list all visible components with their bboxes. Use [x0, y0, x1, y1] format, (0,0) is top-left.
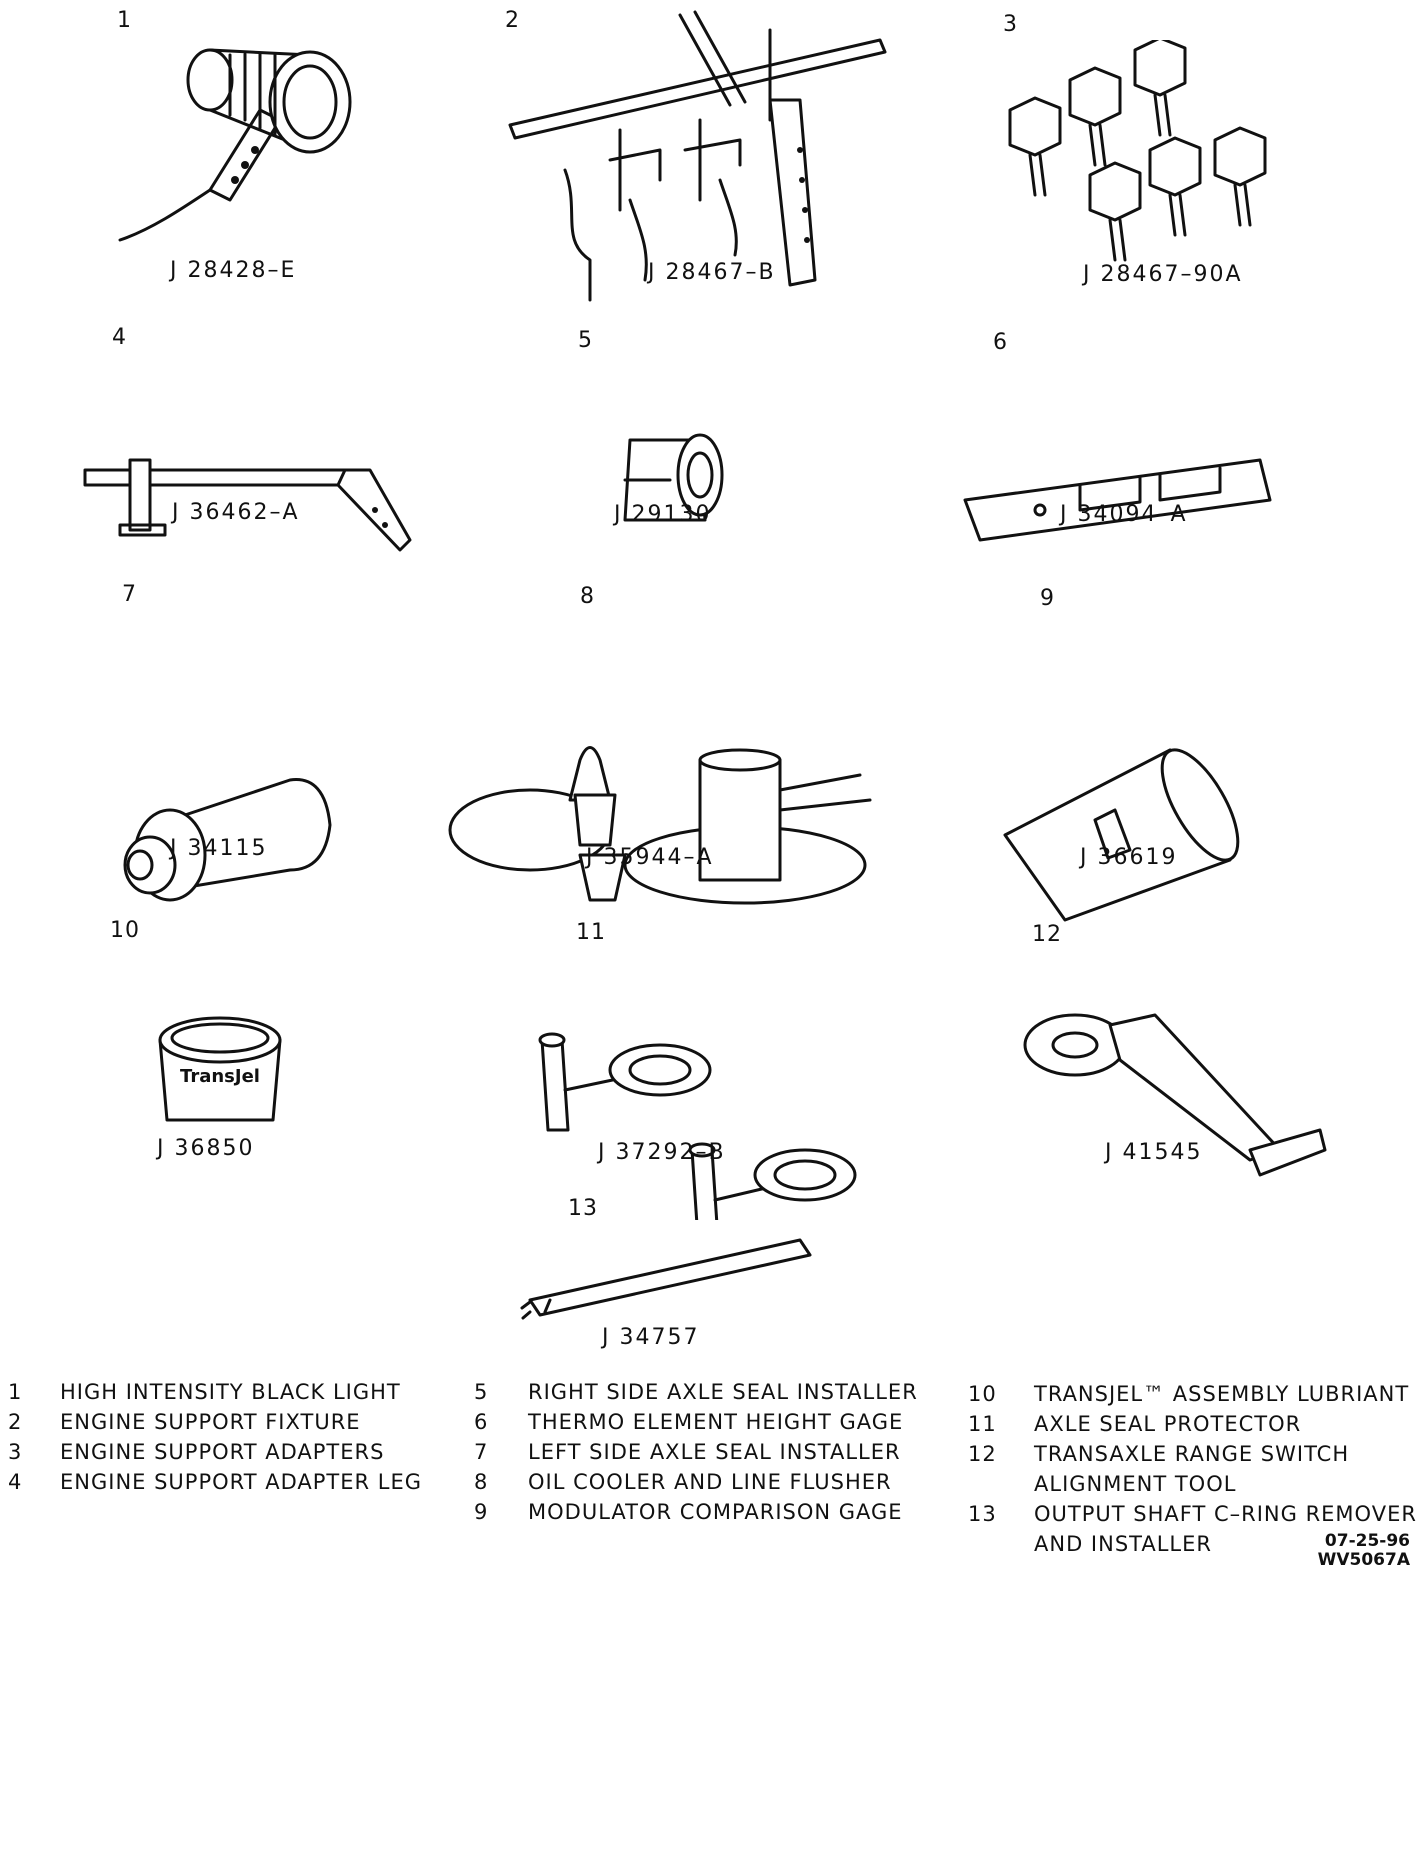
- support-adapter-leg-illustration: [83, 458, 412, 552]
- tool-code: J 41545: [1105, 1140, 1203, 1165]
- tool-number: 11: [576, 920, 606, 945]
- tool-number: 9: [1040, 586, 1055, 611]
- tool-number: 12: [1032, 922, 1062, 947]
- transjel-jar-illustration: TransJel: [158, 1016, 282, 1122]
- tool-number: 10: [110, 918, 140, 943]
- left-axle-seal-installer-illustration: [123, 778, 332, 902]
- tool-number: 6: [993, 330, 1008, 355]
- jar-label: TransJel: [180, 1066, 260, 1087]
- tool-code: J 28428–E: [170, 258, 297, 283]
- tool-number: 4: [112, 325, 127, 350]
- tool-code: J 29130: [614, 502, 712, 527]
- tool-code: J 36462–A: [172, 500, 300, 525]
- c-ring-remover-illustration: [520, 1238, 812, 1320]
- tool-code: J 36850: [157, 1136, 255, 1161]
- tool-code: J 34757: [602, 1325, 700, 1350]
- range-switch-alignment-tool-illustration: [1023, 1013, 1327, 1177]
- oil-cooler-flusher-illustration: [448, 746, 872, 905]
- tool-number: 8: [580, 584, 595, 609]
- tool-code: J 37292–B: [598, 1140, 726, 1165]
- stamp-id: WV5067A: [1317, 1550, 1410, 1570]
- tool-code: J 36619: [1080, 845, 1178, 870]
- stamp-date: 07-25-96: [1324, 1531, 1410, 1551]
- tool-code: J 28467–90A: [1083, 262, 1243, 287]
- tool-code: J 28467–B: [648, 260, 776, 285]
- document-stamp: 07-25-96 WV5067A: [1318, 1532, 1410, 1570]
- modulator-gage-illustration: [1003, 748, 1240, 922]
- tool-number: 1: [117, 8, 132, 33]
- axle-seal-protector-illustration: [538, 1032, 857, 1220]
- tool-number: 5: [578, 328, 593, 353]
- engine-support-adapters-illustration: [1008, 40, 1267, 262]
- black-light-illustration: [118, 48, 352, 242]
- tool-number: 3: [1003, 12, 1018, 37]
- tool-code: J 34094–A: [1060, 502, 1188, 527]
- tool-code: J 34115: [170, 836, 268, 861]
- tool-number: 13: [568, 1196, 598, 1221]
- height-gage-illustration: [963, 458, 1272, 542]
- tool-number: 2: [505, 8, 520, 33]
- engine-support-fixture-illustration: [508, 10, 887, 302]
- right-axle-seal-installer-illustration: [623, 433, 724, 522]
- tool-number: 7: [122, 582, 137, 607]
- tool-code: J 35944–A: [586, 845, 714, 870]
